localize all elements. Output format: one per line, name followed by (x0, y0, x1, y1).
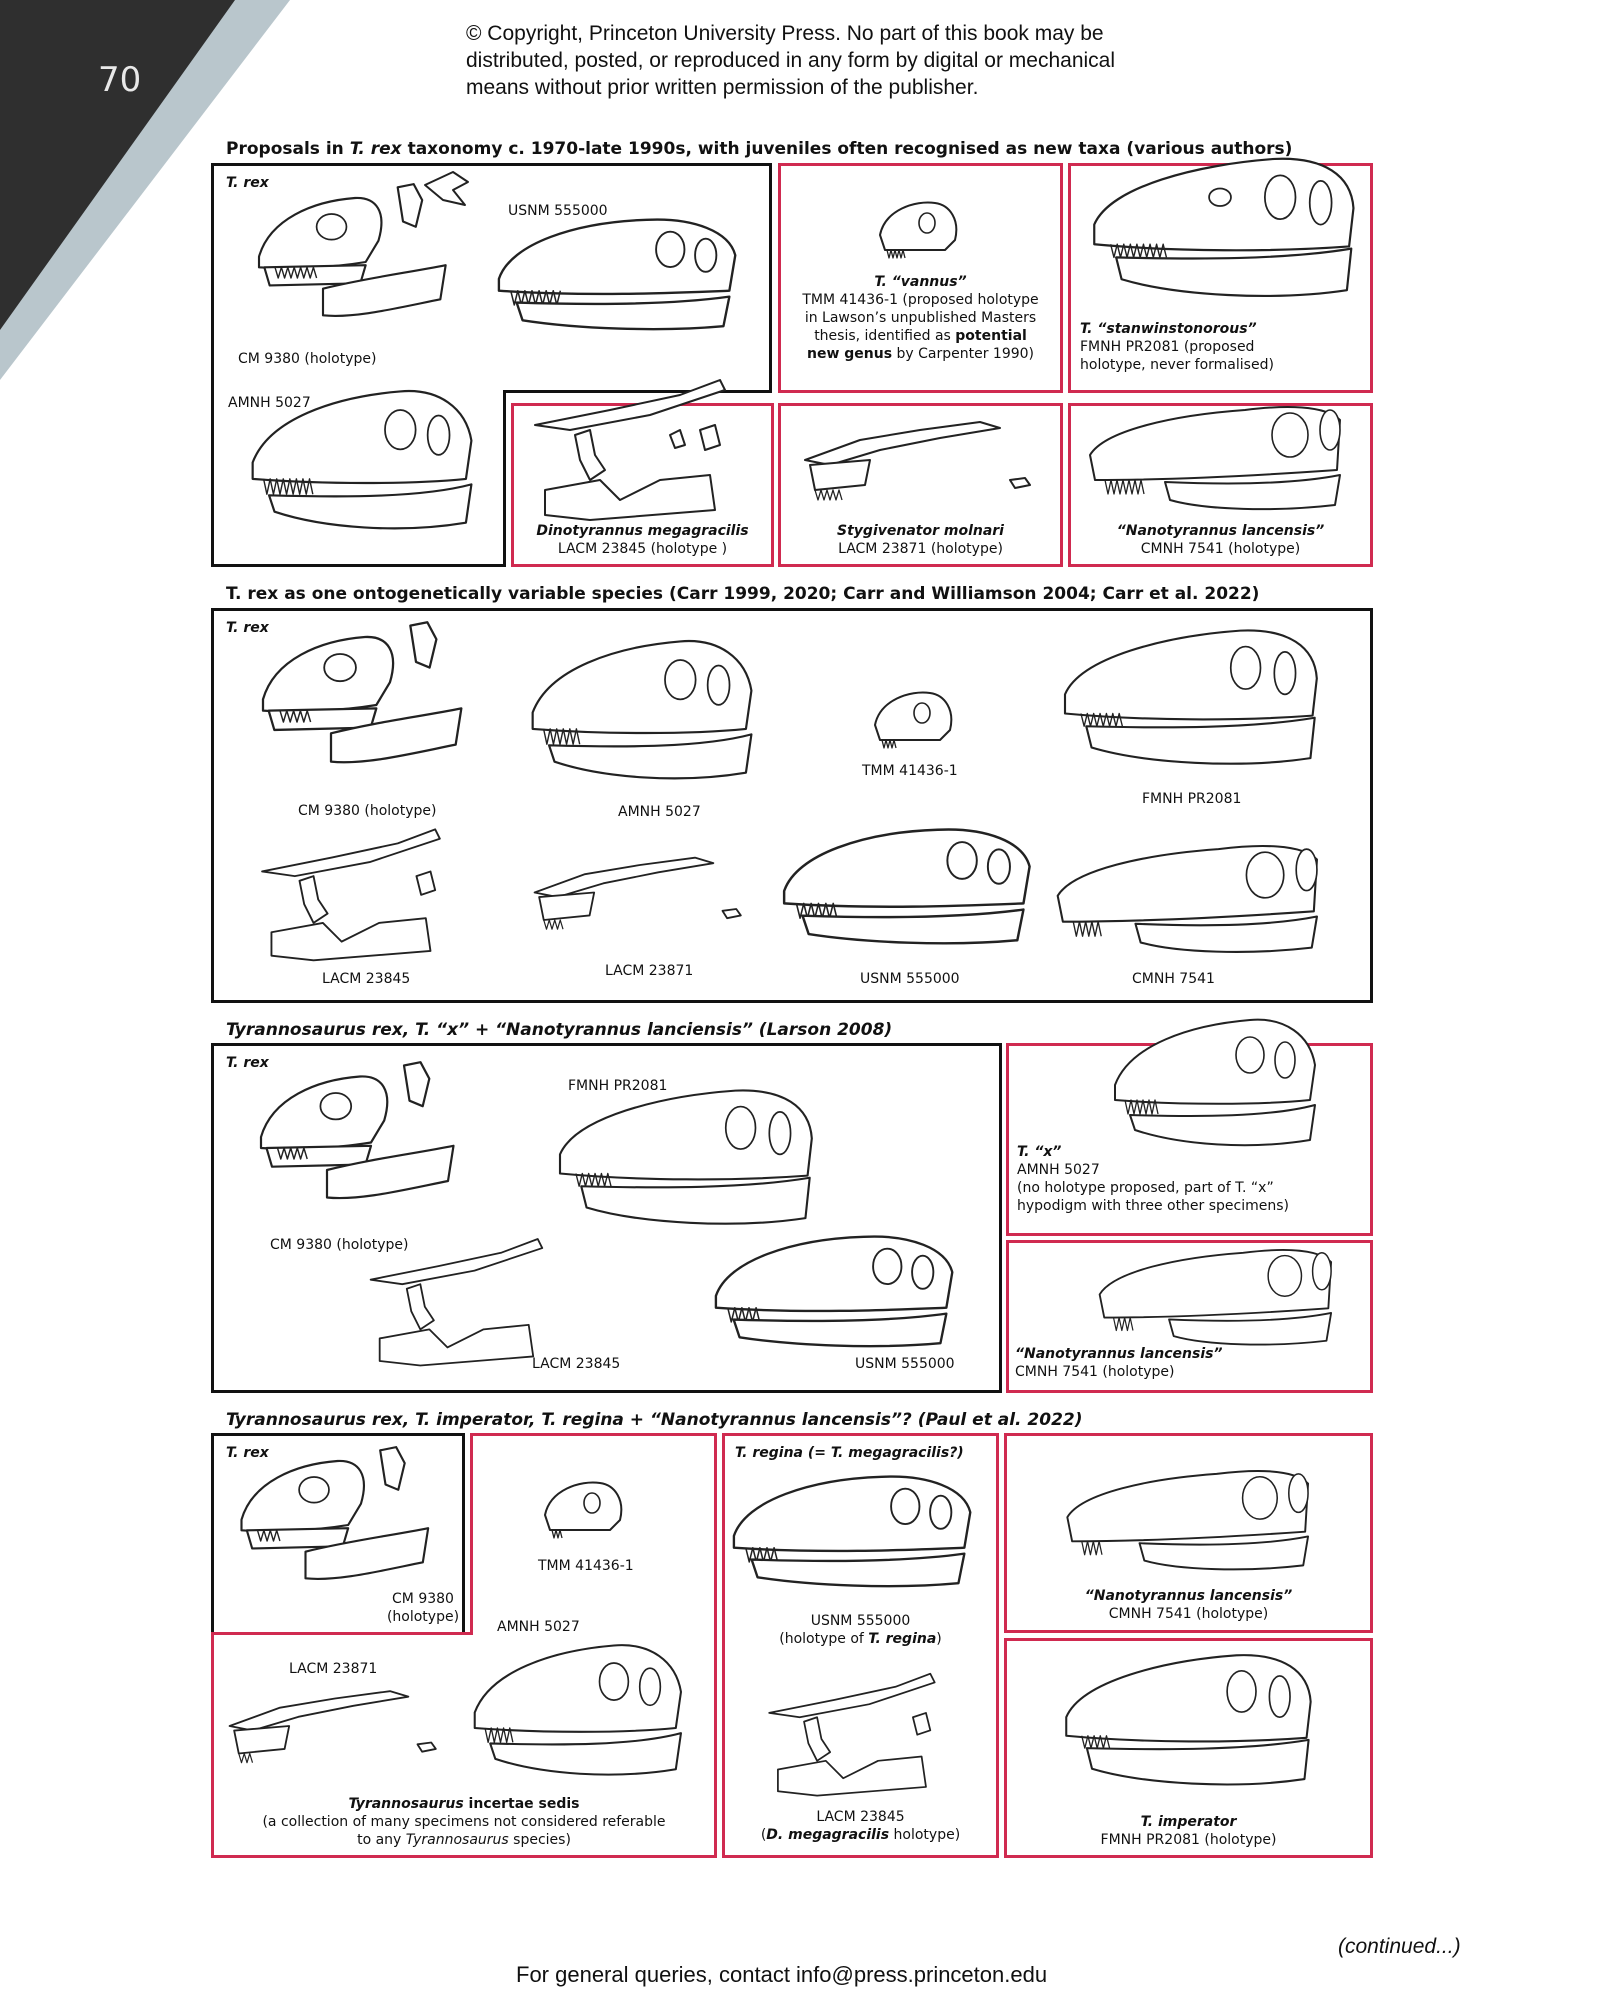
skull-tmm41436-drawing (879, 201, 958, 259)
skull-cm9380-drawing (257, 183, 447, 317)
skull-tmm41436-drawing-2 (874, 691, 953, 749)
skull-cm9380-drawing-4 (240, 1446, 430, 1580)
nanotyrannus-caption-3: “Nanotyrannus lancensis” CMNH 7541 (holo… (1015, 1346, 1223, 1380)
trex-tag: T. rex (226, 175, 269, 191)
label-cmnh7541-2: CMNH 7541 (1132, 971, 1215, 987)
frame-divider (503, 390, 772, 393)
nanotyrannus-box-1 (1068, 403, 1373, 567)
ontogeny-frame (211, 608, 1373, 1003)
incertae-caption: Tyrannosaurus incertae sedis (a collecti… (262, 1796, 666, 1848)
lacm-megagracilis-caption: LACM 23845 (D. megagracilis holotype) (760, 1809, 961, 1843)
skull-usnm555000-drawing-4 (732, 1475, 972, 1588)
incertae-frame-divider (211, 1632, 473, 1635)
skull-lacm23845-drawing (534, 379, 726, 521)
nanotyrannus-caption-4: “Nanotyrannus lancensis” CMNH 7541 (holo… (1084, 1588, 1293, 1622)
incertae-frame-bottom (211, 1632, 717, 1858)
t-x-caption: T. “x” AMNH 5027 (no holotype proposed, … (1017, 1144, 1290, 1214)
skull-fmnhpr2081-drawing (1093, 157, 1355, 297)
skull-cmnh7541-drawing-4 (1066, 1470, 1310, 1571)
label-lacm23845-2: LACM 23845 (322, 971, 411, 987)
skull-lacm23845-drawing-4 (768, 1672, 936, 1797)
label-tmm41436-2: TMM 41436-1 (862, 763, 958, 779)
copyright-line: distributed, posted, or reproduced in an… (466, 49, 1116, 72)
label-usnm555000-2: USNM 555000 (860, 971, 960, 987)
nanotyrannus-box-4 (1004, 1433, 1373, 1633)
label-fmnhpr2081-2: FMNH PR2081 (1142, 791, 1242, 807)
skull-cm9380-drawing-2 (261, 621, 463, 764)
stygivenator-box (778, 403, 1063, 567)
label-amnh5027: AMNH 5027 (228, 395, 311, 411)
label-lacm23871-2: LACM 23871 (605, 963, 694, 979)
trex-frame-bottom (211, 390, 506, 567)
nanotyrannus-box-3 (1006, 1240, 1373, 1393)
section-title-1: Proposals in T. rex taxonomy c. 1970-lat… (226, 139, 1293, 159)
label-tmm41436-4: TMM 41436-1 (538, 1558, 634, 1574)
section-title-2: T. rex as one ontogenetically variable s… (226, 584, 1260, 604)
stygivenator-caption: Stygivenator molnari LACM 23871 (holotyp… (837, 523, 1004, 557)
page-number: 70 (98, 60, 142, 100)
stanwinstonorous-caption: T. “stanwinstonorous” FMNH PR2081 (propo… (1080, 321, 1274, 373)
skull-lacm23871-drawing (804, 421, 1031, 501)
skull-amnh5027-drawing (251, 389, 473, 530)
vannus-box (778, 163, 1063, 393)
dinotyrannus-caption: Dinotyrannus megagracilis LACM 23845 (ho… (536, 523, 749, 557)
label-cm9380-3: CM 9380 (holotype) (270, 1237, 409, 1253)
label-fmnhpr2081-3: FMNH PR2081 (568, 1078, 668, 1094)
section-title-3: Tyrannosaurus rex, T. “x” + “Nanotyrannu… (226, 1020, 893, 1040)
regina-box (722, 1433, 999, 1858)
continued-note: (continued...) (1338, 1935, 1461, 1958)
skull-fmnhpr2081-drawing-3 (558, 1089, 813, 1225)
label-usnm555000-3: USNM 555000 (855, 1356, 955, 1372)
trex-tag-2: T. rex (226, 620, 269, 636)
skull-tmm41436-drawing-4 (544, 1481, 623, 1539)
incertae-frame-top (470, 1433, 717, 1635)
vannus-caption: T. “vannus” TMM 41436-1 (proposed holoty… (802, 274, 1039, 362)
copyright-line: © Copyright, Princeton University Press.… (466, 22, 1104, 45)
skull-usnm555000-drawing-2 (782, 828, 1031, 945)
skull-usnm555000-drawing-3 (714, 1235, 954, 1348)
trex-frame-top (211, 163, 772, 393)
skull-lacm23845-drawing-2 (261, 828, 441, 962)
regina-tag: T. regina (= T. megagracilis?) (735, 1445, 964, 1461)
skull-lacm23845-drawing-3 (369, 1238, 544, 1367)
usnm-regina-caption: USNM 555000 (holotype of T. regina) (779, 1613, 942, 1647)
skull-fmnhpr2081-drawing-4 (1065, 1654, 1312, 1786)
skull-usnm555000-drawing (497, 218, 737, 331)
skull-lacm23871-drawing-2 (533, 856, 742, 930)
label-amnh5027-4: AMNH 5027 (497, 1619, 580, 1635)
nanotyrannus-caption-1: “Nanotyrannus lancensis” CMNH 7541 (holo… (1116, 523, 1325, 557)
footer-contact: For general queries, contact info@press.… (516, 1962, 1048, 1987)
larson-trex-frame (211, 1043, 1002, 1393)
skull-cm9380-drawing-3 (259, 1061, 455, 1200)
copyright-notice: © Copyright, Princeton University Press.… (466, 20, 1226, 101)
label-cm9380: CM 9380 (holotype) (238, 351, 377, 367)
page-corner-decoration (0, 0, 290, 380)
skull-fmnhpr2081-drawing-2 (1063, 629, 1318, 765)
skull-cmnh7541-drawing (1089, 406, 1341, 511)
label-lacm23871-4: LACM 23871 (289, 1661, 378, 1677)
skull-amnh5027-drawing-4 (473, 1644, 682, 1776)
trex-tag-3: T. rex (226, 1055, 269, 1071)
label-cm9380-2: CM 9380 (holotype) (298, 803, 437, 819)
trex-tag-4: T. rex (226, 1445, 269, 1461)
skull-cmnh7541-drawing-3 (1098, 1249, 1333, 1346)
imperator-box (1004, 1638, 1373, 1858)
skull-amnh5027-drawing-3 (1114, 1018, 1316, 1147)
label-cm9380-4: CM 9380 (holotype) (386, 1591, 460, 1625)
skull-cmnh7541-drawing-2 (1056, 844, 1318, 953)
skull-amnh5027-drawing-2 (531, 639, 753, 780)
skull-fragment-drawing (424, 171, 469, 206)
section-title-4: Tyrannosaurus rex, T. imperator, T. regi… (226, 1410, 1083, 1430)
label-amnh5027-2: AMNH 5027 (618, 804, 701, 820)
imperator-caption: T. imperator FMNH PR2081 (holotype) (1100, 1814, 1277, 1848)
copyright-line: means without prior written permission o… (466, 76, 979, 99)
label-usnm555000: USNM 555000 (508, 203, 608, 219)
skull-lacm23871-drawing-4 (228, 1690, 437, 1764)
label-lacm23845-3: LACM 23845 (532, 1356, 621, 1372)
